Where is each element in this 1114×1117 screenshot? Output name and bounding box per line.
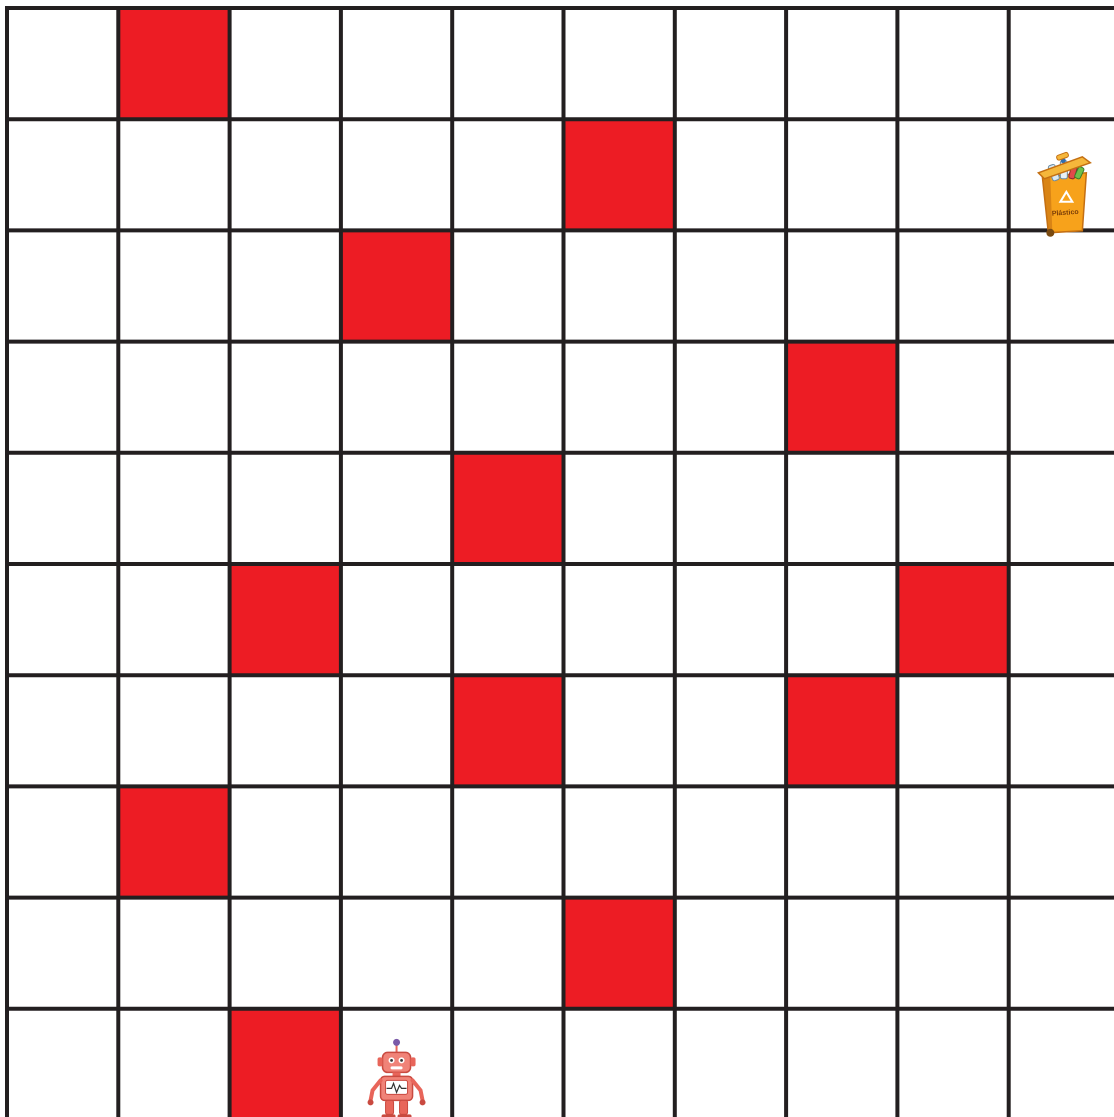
grid-cell <box>786 898 897 1009</box>
grid-cell <box>230 453 341 564</box>
grid-cell <box>7 1009 118 1117</box>
grid-cell <box>452 1009 563 1117</box>
grid-cell <box>452 342 563 453</box>
grid-cell <box>118 1009 229 1117</box>
grid-cell <box>230 230 341 341</box>
grid-cell <box>7 453 118 564</box>
grid-cell <box>564 1009 675 1117</box>
grid-cell <box>230 342 341 453</box>
grid-cell <box>1009 675 1114 786</box>
grid-cell <box>341 8 452 119</box>
grid-cell <box>7 342 118 453</box>
grid-cell <box>230 786 341 897</box>
grid-cell <box>675 898 786 1009</box>
grid-cell <box>452 898 563 1009</box>
grid-cell <box>564 230 675 341</box>
grid-cell <box>564 786 675 897</box>
grid-cell <box>675 786 786 897</box>
grid-cell <box>897 898 1008 1009</box>
grid-cell <box>452 119 563 230</box>
grid-cell <box>230 119 341 230</box>
grid-cell <box>564 8 675 119</box>
grid-cell <box>897 1009 1008 1117</box>
grid-cell <box>675 119 786 230</box>
grid-cell <box>786 453 897 564</box>
grid-cell <box>7 230 118 341</box>
grid-cell <box>341 342 452 453</box>
grid-cell <box>118 898 229 1009</box>
grid-cell <box>1009 898 1114 1009</box>
grid-cell <box>1009 1009 1114 1117</box>
grid-cell <box>230 8 341 119</box>
grid-cell <box>675 564 786 675</box>
grid-cell <box>564 675 675 786</box>
grid-cell <box>1009 786 1114 897</box>
grid-cell <box>7 898 118 1009</box>
grid-cell <box>118 453 229 564</box>
blocked-cell <box>118 786 229 897</box>
grid-cell <box>1009 453 1114 564</box>
grid-cell <box>564 453 675 564</box>
grid-cell <box>897 342 1008 453</box>
grid-cell <box>897 119 1008 230</box>
grid-cell <box>452 8 563 119</box>
blocked-cell <box>341 230 452 341</box>
grid-cell <box>675 8 786 119</box>
grid-cell <box>1009 342 1114 453</box>
grid-cell <box>897 8 1008 119</box>
grid-cell <box>7 8 118 119</box>
grid-cell <box>564 342 675 453</box>
grid-cell <box>675 342 786 453</box>
grid-cell <box>7 564 118 675</box>
grid-cell <box>1009 230 1114 341</box>
grid-cell <box>118 564 229 675</box>
grid-cell <box>786 786 897 897</box>
blocked-cell <box>118 8 229 119</box>
blocked-cell <box>564 119 675 230</box>
grid-cell <box>452 786 563 897</box>
blocked-cell <box>230 564 341 675</box>
blocked-cell <box>786 342 897 453</box>
grid-cell <box>118 230 229 341</box>
blocked-cell <box>452 453 563 564</box>
grid-cell <box>7 675 118 786</box>
blocked-cell <box>564 898 675 1009</box>
grid-cell <box>341 119 452 230</box>
grid-cell <box>1009 8 1114 119</box>
grid-cell <box>452 230 563 341</box>
grid-cell <box>341 675 452 786</box>
grid-cell <box>897 230 1008 341</box>
blocked-cell <box>452 675 563 786</box>
grid-cell <box>786 8 897 119</box>
grid-cell <box>897 675 1008 786</box>
grid-cell <box>118 119 229 230</box>
grid-cell <box>341 564 452 675</box>
grid-cell <box>564 564 675 675</box>
grid-cell <box>786 1009 897 1117</box>
grid-cell <box>897 453 1008 564</box>
grid-cell <box>7 119 118 230</box>
grid-cell <box>341 898 452 1009</box>
grid-cell <box>1009 564 1114 675</box>
grid-cell <box>786 230 897 341</box>
blocked-cell <box>897 564 1008 675</box>
grid-cell <box>230 898 341 1009</box>
grid-cell <box>675 675 786 786</box>
grid-cell <box>786 119 897 230</box>
grid-cell <box>341 453 452 564</box>
grid-cell <box>341 786 452 897</box>
grid-cell <box>230 675 341 786</box>
grid-cell <box>897 786 1008 897</box>
blocked-cell <box>230 1009 341 1117</box>
grid-cell <box>118 675 229 786</box>
grid-cell <box>675 453 786 564</box>
grid-cell <box>786 564 897 675</box>
grid-cell <box>118 342 229 453</box>
blocked-cell <box>786 675 897 786</box>
grid-cell <box>7 786 118 897</box>
grid-cell <box>452 564 563 675</box>
grid-cell <box>675 230 786 341</box>
grid-cell <box>675 1009 786 1117</box>
